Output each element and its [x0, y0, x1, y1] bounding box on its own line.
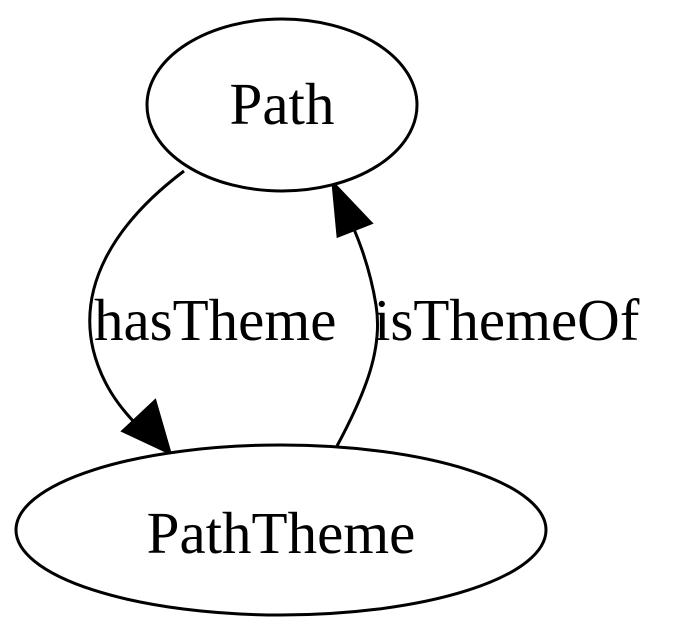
edge-has-theme-arrowhead: [120, 398, 173, 456]
edge-has-theme-line: [88, 169, 185, 428]
node-path-label: Path: [230, 71, 335, 137]
edge-has-theme-label: hasTheme: [94, 287, 336, 353]
edge-is-theme-of: [331, 178, 380, 447]
edge-is-theme-of-label: isThemeOf: [374, 287, 640, 353]
edge-has-theme: [88, 169, 185, 456]
node-path-theme-label: PathTheme: [147, 500, 416, 566]
node-path-shape: [145, 17, 419, 193]
node-path: Path: [145, 17, 419, 193]
edge-is-theme-of-arrowhead: [331, 178, 374, 239]
node-path-theme-shape: [14, 443, 548, 617]
edge-is-theme-of-line: [335, 206, 380, 447]
node-path-theme: PathTheme: [14, 443, 548, 617]
